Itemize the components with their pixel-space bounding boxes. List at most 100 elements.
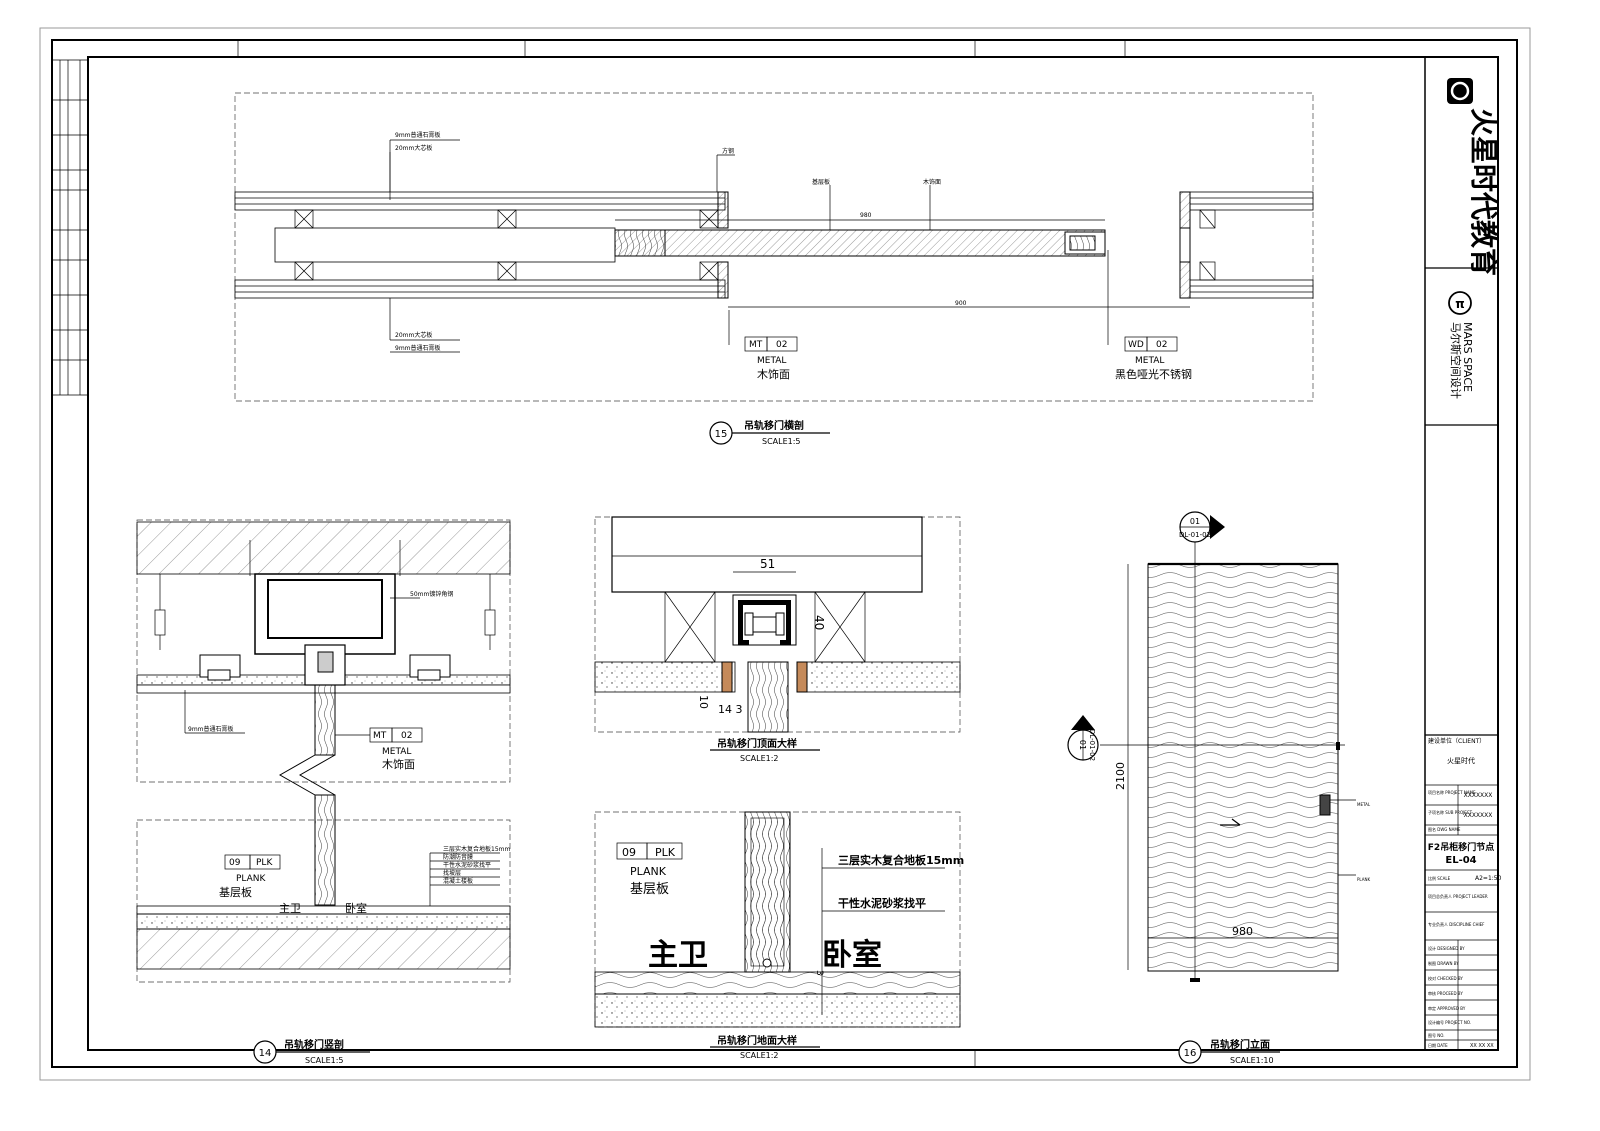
sub-project-label: 子项名称 SUB PROJECT <box>1428 809 1473 815</box>
svg-text:木饰面: 木饰面 <box>757 367 790 381</box>
svg-text:02: 02 <box>401 731 412 741</box>
drawing-name-label: 图名 DWG NAME <box>1428 826 1461 832</box>
svg-text:π: π <box>1455 297 1465 311</box>
anno-blockboard-bottom: 20mm大芯板 <box>395 331 432 339</box>
svg-text:PLK: PLK <box>256 858 273 868</box>
checked-by: 校对 CHECKED BY <box>1428 975 1463 981</box>
scale-label: 比例 SCALE <box>1428 875 1451 881</box>
project-no: 设计编号 PROJECT NO. <box>1428 1019 1471 1025</box>
section-mark-top: 01 DL-01-02 <box>1179 511 1225 543</box>
detail-16-title: 吊轨移门立面 <box>1210 1038 1270 1051</box>
label-floor-bedroom: 卧室 <box>822 938 882 973</box>
sheet-no: 图号 NO. <box>1428 1032 1445 1038</box>
svg-text:02: 02 <box>1156 340 1167 350</box>
detail-top: 51 40 10 14 3 吊轨移门顶面大样 SCALE1:2 <box>594 516 961 763</box>
floor-l1: 三层实木复合地板15mm <box>443 845 510 853</box>
svg-text:01: 01 <box>1190 517 1200 526</box>
drawing-no: EL-04 <box>1445 855 1476 866</box>
chief-designer: 专业负责人 DISCIPLINE CHIEF <box>1428 921 1485 927</box>
outer-frame <box>39 27 1531 1081</box>
anno-gypsum-bottom: 9mm普通石膏板 <box>395 344 441 352</box>
svg-text:PLK: PLK <box>655 846 676 859</box>
svg-text:基层板: 基层板 <box>219 885 252 899</box>
floor-l5: 混凝土楼板 <box>443 877 473 885</box>
tag-mt02-14: MT 02 METAL 木饰面 <box>369 727 423 771</box>
svg-text:黑色哑光不锈钢: 黑色哑光不锈钢 <box>1115 367 1192 381</box>
designed-by: 设计 DESIGNED BY <box>1428 945 1465 951</box>
detail-14-scale: SCALE1:5 <box>305 1056 344 1065</box>
floor-l4: 找坡层 <box>443 869 461 877</box>
dim-980: 980 <box>1232 925 1253 938</box>
detail-floor-title: 吊轨移门地面大样 <box>717 1034 797 1047</box>
brand-cn: 火星时代教育 <box>1467 108 1500 276</box>
label-14-bathroom: 主卫 <box>279 902 301 915</box>
svg-text:METAL: METAL <box>757 356 786 366</box>
detail-14-title: 吊轨移门竖剖 <box>284 1038 344 1051</box>
svg-text:09: 09 <box>229 858 241 868</box>
anno-14-angle-steel: 50mm镀锌角钢 <box>410 590 453 598</box>
dim-2100: 2100 <box>1114 762 1127 790</box>
detail-15: 9mm普通石膏板 20mm大芯板 20mm大芯板 9mm普通石膏板 方钢 基层板… <box>234 92 1314 446</box>
dim-51: 51 <box>760 557 775 571</box>
detail-16-num: 16 <box>1184 1048 1197 1059</box>
tag-plk-floor: 09 PLK PLANK 基层板 <box>616 842 683 897</box>
brand-logo-icon <box>1447 78 1473 104</box>
client-name: 火星时代 <box>1447 756 1475 765</box>
project-leader: 项目总负责人 PROJECT LEADER <box>1428 893 1488 899</box>
detail-15-title: 吊轨移门横剖 <box>744 419 804 432</box>
anno-gypsum-top: 9mm普通石膏板 <box>395 131 441 139</box>
anno-14-gypsum: 9mm普通石膏板 <box>188 725 234 733</box>
detail-14: 9mm普通石膏板 50mm镀锌角钢 三层实木复合地板15mm 防潮防音膜 干性水… <box>136 519 510 1065</box>
date-label: 日期 DATE <box>1428 1042 1448 1048</box>
detail-16-scale: SCALE1:10 <box>1230 1056 1274 1065</box>
svg-text:02: 02 <box>776 340 787 350</box>
elev-tag-metal: METAL <box>1357 802 1371 807</box>
brand-en: MARS SPACE <box>1461 322 1474 392</box>
scale-value: A2=1:50 <box>1475 875 1502 882</box>
client-label: 建设单位（CLIENT） <box>1428 737 1485 745</box>
dim-40: 40 <box>812 615 826 630</box>
dim-980-top: 980 <box>860 212 872 219</box>
detail-15-scale: SCALE1:5 <box>762 437 801 446</box>
svg-text:WD: WD <box>1128 340 1144 350</box>
anno-blockboard-top: 20mm大芯板 <box>395 144 432 152</box>
svg-text:METAL: METAL <box>382 747 411 757</box>
detail-15-num: 15 <box>715 429 728 440</box>
drawing-name: F2吊柜移门节点 <box>1428 841 1494 853</box>
anno-baseboard: 基层板 <box>812 178 830 186</box>
svg-text:DL-01-02: DL-01-02 <box>1088 729 1096 761</box>
dim-143: 14 3 <box>718 703 743 716</box>
floor-l3: 干性水泥砂浆找平 <box>443 861 491 869</box>
section-mark-left: 01 DL-01-02 <box>1067 715 1099 761</box>
detail-floor: 三层实木复合地板15mm 干性水泥砂浆找平 3 09 PLK PLANK 基层板… <box>594 811 964 1060</box>
project-name-value: XXXXXXX <box>1464 792 1493 799</box>
svg-text:09: 09 <box>622 846 636 859</box>
svg-text:木饰面: 木饰面 <box>382 757 415 771</box>
svg-text:METAL: METAL <box>1135 356 1164 366</box>
anno-steel: 方钢 <box>722 147 734 155</box>
tag-mt02-top: MT 02 METAL 木饰面 <box>744 336 798 381</box>
project-name-label: 项目名称 PROJECT NAME <box>1428 789 1476 795</box>
mars-logo-icon <box>1448 291 1472 315</box>
floor-layers: 三层实木复合地板15mm 防潮防音膜 干性水泥砂浆找平 找坡层 混凝土楼板 <box>429 845 510 906</box>
anno-floor-wood: 三层实木复合地板15mm <box>838 853 964 867</box>
svg-text:PLANK: PLANK <box>630 865 667 878</box>
anno-floor-mortar: 干性水泥砂浆找平 <box>838 896 926 910</box>
title-block: 火星时代教育 π MARS SPACE 马尔斯空间设计 建设单位（CLIENT）… <box>1424 56 1502 1051</box>
svg-text:PLANK: PLANK <box>236 874 267 884</box>
detail-top-scale: SCALE1:2 <box>740 754 779 763</box>
border-ticks <box>237 40 1126 1067</box>
dim-3: 3 <box>814 970 824 976</box>
floor-l2: 防潮防音膜 <box>443 853 473 861</box>
inner-frame <box>51 39 1518 1068</box>
tag-wd02: WD 02 METAL 黑色哑光不锈钢 <box>1115 336 1192 381</box>
anno-veneer: 木饰面 <box>923 178 941 186</box>
detail-16: METAL PLANK 2100 980 01 DL-01-02 01 DL-0… <box>1067 511 1371 1065</box>
svg-text:MT: MT <box>373 731 387 741</box>
date-value: XX XX XX <box>1470 1043 1494 1049</box>
label-14-bedroom: 卧室 <box>345 901 367 915</box>
label-floor-bathroom: 主卫 <box>648 938 708 973</box>
detail-top-title: 吊轨移门顶面大样 <box>717 737 797 750</box>
brand-cn2: 马尔斯空间设计 <box>1449 322 1463 399</box>
